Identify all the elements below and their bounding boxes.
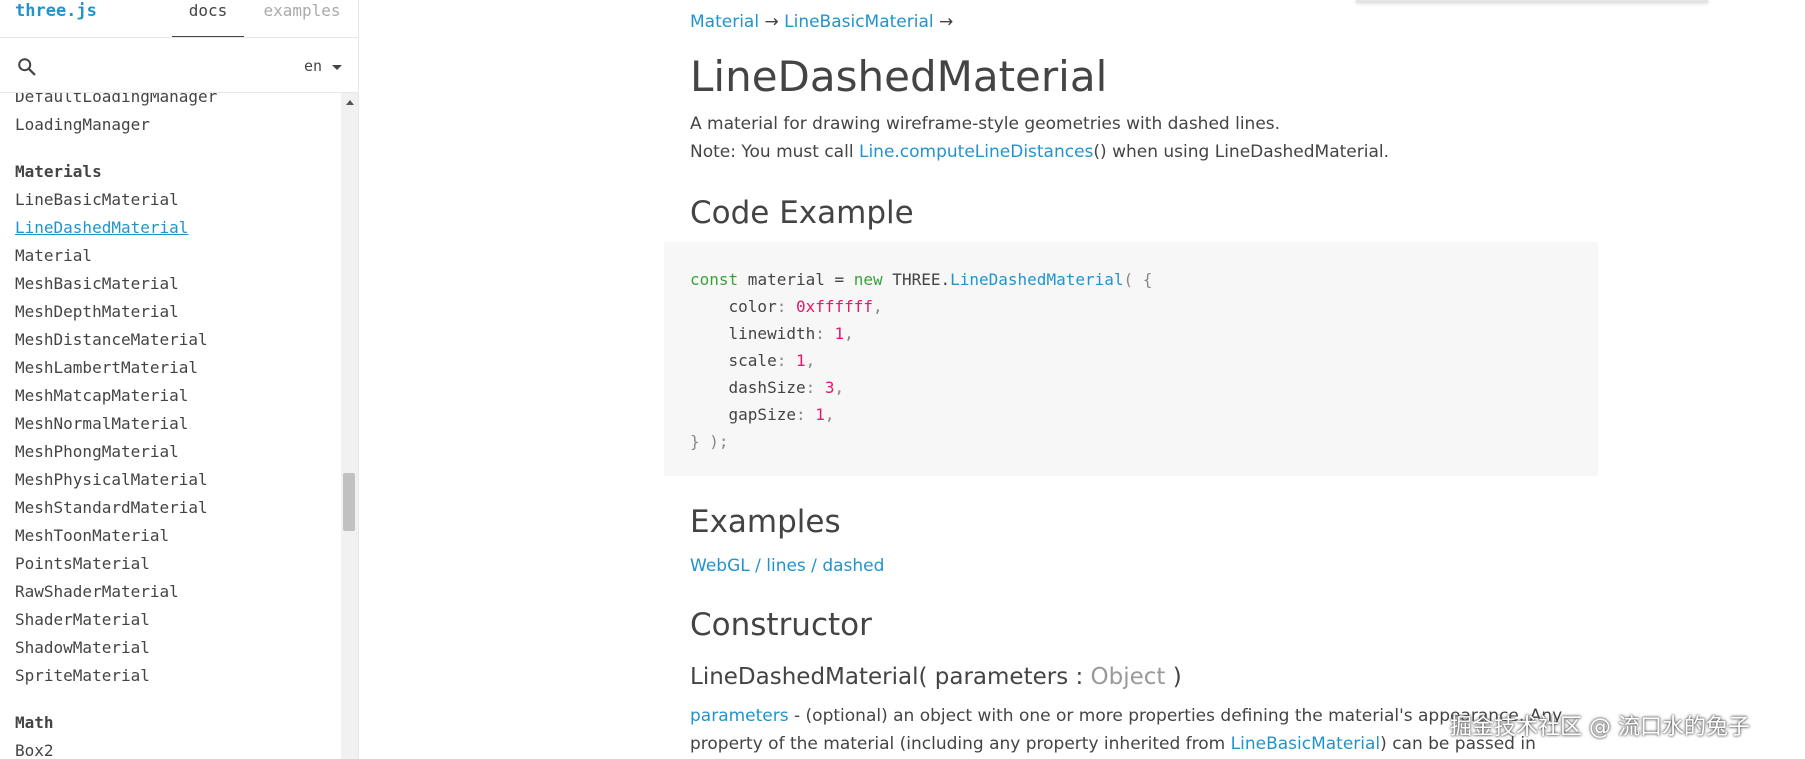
nav-item-material[interactable]: Material: [15, 246, 93, 265]
constructor-name: LineDashedMaterial( parameters :: [690, 664, 1091, 690]
code-keyword: new: [853, 270, 883, 289]
code-punctuation: } );: [690, 432, 729, 451]
param-name-link[interactable]: parameters: [690, 706, 789, 726]
code-example-heading: Code Example: [690, 195, 914, 231]
code-prop-value: 3: [824, 378, 835, 397]
nav-scrollbar[interactable]: [341, 93, 358, 759]
watermark: 掘金技术社区 @ 流口水的兔子: [1450, 715, 1750, 740]
code-prop-value: 0xffffff: [795, 297, 874, 316]
breadcrumb-linebasicmaterial-link[interactable]: LineBasicMaterial: [784, 12, 934, 32]
breadcrumb-material-link[interactable]: Material: [690, 12, 760, 32]
constructor-end: ): [1165, 664, 1182, 690]
search-input[interactable]: [48, 50, 278, 82]
code-prop-value: 1: [795, 351, 806, 370]
note-suffix: () when using LineDashedMaterial.: [1093, 142, 1390, 162]
param-description: parameters - (optional) an object with o…: [690, 706, 1562, 726]
param-text: property of the material (including any …: [690, 734, 1231, 754]
language-select[interactable]: en: [304, 57, 323, 75]
nav-item-meshdepthmaterial[interactable]: MeshDepthMaterial: [15, 302, 179, 321]
nav-item-shadermaterial[interactable]: ShaderMaterial: [15, 610, 150, 629]
page-title: LineDashedMaterial: [690, 52, 1108, 101]
dropdown-shadow-edge: [1356, 0, 1708, 3]
breadcrumb-arrow: →: [939, 12, 954, 32]
nav-heading-materials: Materials: [15, 162, 102, 181]
code-prop-value: 1: [815, 405, 825, 424]
nav-item-meshtoonmaterial[interactable]: MeshToonMaterial: [15, 526, 170, 545]
code-block: const material = new THREE.LineDashedMat…: [664, 242, 1598, 476]
nav-item-meshdistancematerial[interactable]: MeshDistanceMaterial: [15, 330, 208, 349]
param-text: - (optional) an object with one or more …: [788, 706, 1563, 726]
nav-item-defaultloadingmanager[interactable]: DefaultLoadingManager: [15, 93, 218, 106]
code-text-segment: material =: [738, 270, 854, 289]
nav-item-meshlambertmaterial[interactable]: MeshLambertMaterial: [15, 358, 199, 377]
code-prop-value: 1: [834, 324, 845, 343]
tab-docs[interactable]: docs: [172, 1, 244, 37]
nav-item-meshmatcapmaterial[interactable]: MeshMatcapMaterial: [15, 386, 189, 405]
constructor-signature: LineDashedMaterial( parameters : Object …: [690, 664, 1182, 690]
param-text: ) can be passed in: [1380, 734, 1536, 754]
nav-item-meshstandardmaterial[interactable]: MeshStandardMaterial: [15, 498, 208, 517]
code-keyword: const: [690, 270, 739, 289]
code-text-segment: THREE.: [882, 270, 951, 289]
linebasicmaterial-link[interactable]: LineBasicMaterial: [1230, 734, 1381, 754]
scroll-up-arrow-icon[interactable]: [346, 100, 354, 105]
nav-item-meshphongmaterial[interactable]: MeshPhongMaterial: [15, 442, 179, 461]
examples-heading: Examples: [690, 504, 841, 540]
nav-item-spritematerial[interactable]: SpriteMaterial: [15, 666, 150, 685]
code-prop-key: color: [728, 297, 777, 316]
code-prop-key: linewidth: [728, 324, 816, 343]
note: Note: You must call Line.computeLineDist…: [690, 142, 1389, 162]
nav-item-linebasicmaterial[interactable]: LineBasicMaterial: [15, 190, 179, 209]
code-prop-key: scale: [728, 351, 777, 370]
nav-item-linedashedmaterial[interactable]: LineDashedMaterial: [15, 218, 189, 237]
nav-item-pointsmaterial[interactable]: PointsMaterial: [15, 554, 150, 573]
sidebar-header: three.js docs examples: [0, 0, 358, 37]
doc-content: Material → LineBasicMaterial → LineDashe…: [664, 0, 1610, 759]
nav-item-meshphysicalmaterial[interactable]: MeshPhysicalMaterial: [15, 470, 208, 489]
description: A material for drawing wireframe-style g…: [690, 114, 1281, 134]
example-webgl-lines-dashed-link[interactable]: WebGL / lines / dashed: [690, 556, 885, 576]
nav-item-loadingmanager[interactable]: LoadingManager: [15, 115, 150, 134]
breadcrumb-arrow: →: [764, 12, 779, 32]
nav-heading-math: Math: [15, 713, 54, 732]
nav-item-meshnormalmaterial[interactable]: MeshNormalMaterial: [15, 414, 189, 433]
note-prefix: Note: You must call: [690, 142, 859, 162]
nav-item-rawshadermaterial[interactable]: RawShaderMaterial: [15, 582, 179, 601]
brand-logo-link[interactable]: three.js: [15, 1, 97, 21]
param-description-cont: property of the material (including any …: [690, 734, 1536, 754]
nav-item-box2[interactable]: Box2: [15, 741, 54, 759]
tab-examples[interactable]: examples: [263, 1, 341, 20]
nav-content: DefaultLoadingManager LoadingManager Mat…: [15, 93, 335, 759]
search-icon: [18, 58, 36, 76]
nav-item-shadowmaterial[interactable]: ShadowMaterial: [15, 638, 150, 657]
nav-list: DefaultLoadingManager LoadingManager Mat…: [0, 93, 341, 759]
sidebar: three.js docs examples en DefaultLoading…: [0, 0, 359, 759]
constructor-heading: Constructor: [690, 607, 872, 643]
constructor-param-type[interactable]: Object: [1090, 664, 1166, 690]
code-text: const material = new THREE.LineDashedMat…: [690, 270, 1153, 451]
code-class-name: LineDashedMaterial: [950, 270, 1124, 289]
code-prop-key: dashSize: [728, 378, 806, 397]
code-prop-key: gapSize: [728, 405, 796, 424]
nav-item-meshbasicmaterial[interactable]: MeshBasicMaterial: [15, 274, 179, 293]
scrollbar-thumb[interactable]: [343, 473, 355, 531]
search-bar: en: [0, 37, 358, 93]
chevron-down-icon[interactable]: [332, 65, 342, 70]
code-punctuation: ( {: [1123, 270, 1153, 289]
compute-line-distances-link[interactable]: Line.computeLineDistances: [858, 142, 1094, 162]
breadcrumb: Material → LineBasicMaterial →: [690, 12, 953, 32]
